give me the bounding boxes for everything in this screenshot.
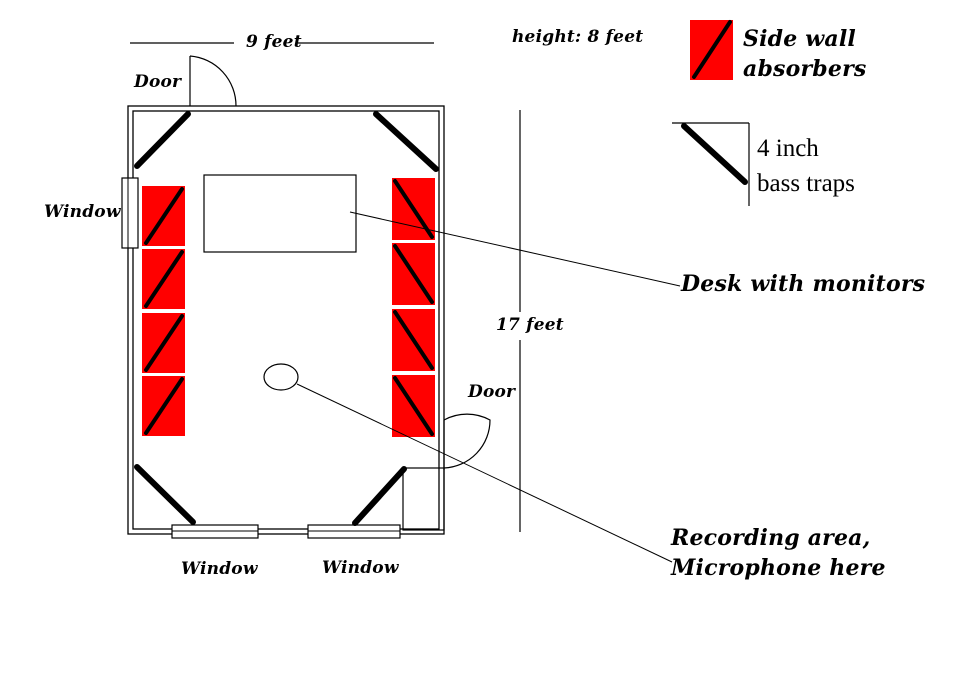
desk-callout-label: Desk with monitors (681, 271, 926, 297)
legend-bass-trap-label-line2: bass traps (757, 170, 855, 197)
bass-trap-top-right (373, 111, 439, 172)
left-window (121, 177, 139, 249)
room-inner-wall (132, 110, 440, 530)
recording-leader-line (296, 383, 673, 563)
bass-trap-top-left (134, 111, 191, 169)
bottom-left-window-label: Window (181, 559, 258, 579)
right-door (402, 413, 491, 531)
bottom-right-window-label: Window (322, 558, 399, 578)
legend-absorber-label-line1: Side wall (743, 26, 856, 52)
bass-trap-bottom-left (134, 464, 196, 525)
legend-absorber-label-line2: absorbers (743, 56, 867, 82)
recording-callout-label-line1: Recording area, (671, 525, 871, 551)
top-door (189, 55, 237, 107)
legend-bass-trap-label-line1: 4 inch (757, 135, 819, 162)
room-outer-wall (127, 105, 445, 535)
legend-bass-trap-symbol (672, 122, 750, 206)
right-door-label: Door (468, 382, 516, 402)
bass-trap-bottom-right (352, 466, 407, 526)
legend-absorber-swatch (690, 20, 733, 80)
left-window-label: Window (44, 202, 121, 222)
right-wall-absorbers (392, 178, 435, 437)
left-wall-absorbers (142, 186, 185, 436)
ceiling-height-label: height: 8 feet (512, 27, 644, 47)
width-label: 9 feet (246, 32, 302, 52)
desk (203, 174, 357, 253)
top-door-label: Door (134, 72, 182, 92)
microphone-position (263, 363, 299, 391)
recording-callout-label-line2: Microphone here (671, 555, 886, 581)
desk-leader-line (349, 211, 681, 287)
length-label: 17 feet (496, 315, 564, 335)
